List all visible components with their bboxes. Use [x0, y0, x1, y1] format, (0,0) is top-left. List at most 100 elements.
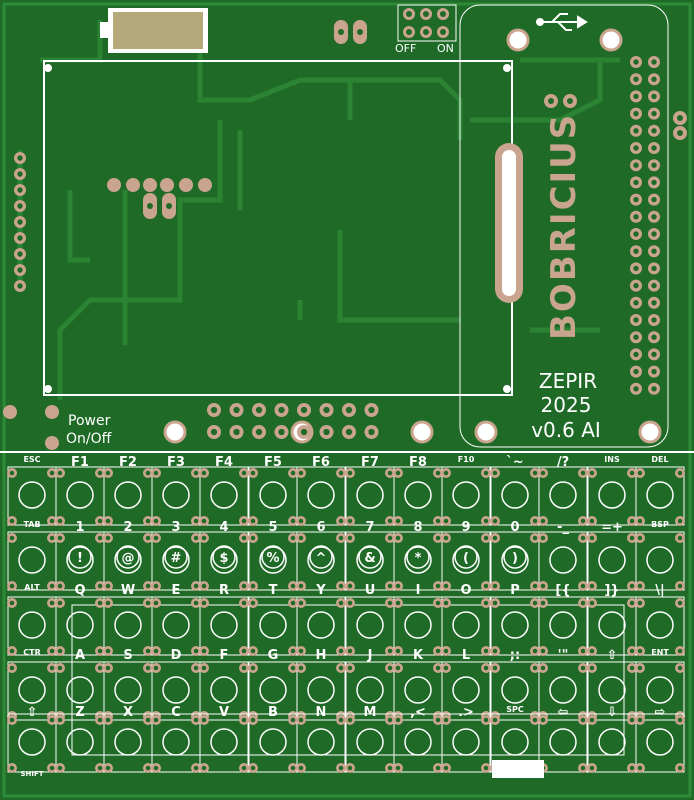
- key-switch[interactable]: [598, 481, 626, 509]
- key-switch[interactable]: [210, 676, 238, 704]
- pad-hole: [145, 600, 151, 606]
- key-switch[interactable]: [356, 546, 384, 574]
- pad-hole: [633, 145, 639, 151]
- key-label: M: [364, 705, 377, 720]
- key-switch[interactable]: [210, 481, 238, 509]
- key-label: F1: [71, 455, 89, 470]
- key-switch[interactable]: [452, 728, 480, 756]
- key-label: A: [75, 648, 85, 663]
- key-label: C: [171, 705, 181, 720]
- key-switch[interactable]: [162, 611, 190, 639]
- key-switch[interactable]: [452, 481, 480, 509]
- key-switch[interactable]: [501, 546, 529, 574]
- key-switch[interactable]: [307, 611, 335, 639]
- key-switch[interactable]: [66, 611, 94, 639]
- key-switch[interactable]: [66, 481, 94, 509]
- key-switch[interactable]: [598, 546, 626, 574]
- key-switch[interactable]: [114, 676, 142, 704]
- key-switch[interactable]: [162, 481, 190, 509]
- key-switch[interactable]: [259, 481, 287, 509]
- key-switch[interactable]: [18, 481, 46, 509]
- pad-hole: [290, 470, 296, 476]
- pad-hole: [145, 535, 151, 541]
- pad-hole: [492, 583, 498, 589]
- key-switch[interactable]: [18, 546, 46, 574]
- key-switch[interactable]: [549, 611, 577, 639]
- key-switch[interactable]: [404, 676, 432, 704]
- key-switch[interactable]: [646, 611, 674, 639]
- key-switch[interactable]: [598, 676, 626, 704]
- key-switch[interactable]: [259, 546, 287, 574]
- pad-hole: [629, 518, 635, 524]
- key-switch[interactable]: [598, 728, 626, 756]
- key-switch[interactable]: [18, 676, 46, 704]
- pad-hole: [540, 535, 546, 541]
- pad-hole: [395, 600, 401, 606]
- pad-hole: [290, 600, 296, 606]
- key-outline: [199, 661, 249, 721]
- key-switch[interactable]: [452, 676, 480, 704]
- key-switch[interactable]: [114, 611, 142, 639]
- key-switch[interactable]: [646, 676, 674, 704]
- key-switch[interactable]: [646, 546, 674, 574]
- power-switch[interactable]: [397, 4, 457, 42]
- key-switch[interactable]: [356, 728, 384, 756]
- key-switch[interactable]: [307, 676, 335, 704]
- key-switch[interactable]: [114, 481, 142, 509]
- key-switch[interactable]: [356, 611, 384, 639]
- key-switch[interactable]: [114, 728, 142, 756]
- key-switch[interactable]: [66, 546, 94, 574]
- key-label: Z: [75, 705, 84, 720]
- key-switch[interactable]: [452, 611, 480, 639]
- key-switch[interactable]: [404, 728, 432, 756]
- key-switch[interactable]: [501, 611, 529, 639]
- key-switch[interactable]: [356, 676, 384, 704]
- key-switch[interactable]: [259, 728, 287, 756]
- pad-hole: [347, 535, 353, 541]
- pad-hole: [338, 518, 344, 524]
- key-switch[interactable]: [646, 728, 674, 756]
- key-switch[interactable]: [114, 546, 142, 574]
- key-switch[interactable]: [259, 611, 287, 639]
- key-switch[interactable]: [404, 611, 432, 639]
- pad-hole: [250, 583, 256, 589]
- key-switch[interactable]: [646, 481, 674, 509]
- key-switch[interactable]: [18, 611, 46, 639]
- key-switch[interactable]: [210, 728, 238, 756]
- key-switch[interactable]: [501, 676, 529, 704]
- key-switch[interactable]: [549, 728, 577, 756]
- key-switch[interactable]: [162, 676, 190, 704]
- key-switch[interactable]: [356, 481, 384, 509]
- key-switch[interactable]: [307, 546, 335, 574]
- pad-hole: [492, 470, 498, 476]
- pad-hole: [651, 386, 657, 392]
- key-switch[interactable]: [210, 546, 238, 574]
- key-switch[interactable]: [501, 481, 529, 509]
- pad-hole: [387, 648, 393, 654]
- key-switch[interactable]: [307, 481, 335, 509]
- key-switch[interactable]: [307, 728, 335, 756]
- pad-hole: [580, 665, 586, 671]
- key-switch[interactable]: [549, 676, 577, 704]
- key-switch[interactable]: [162, 728, 190, 756]
- pad-hole: [97, 717, 103, 723]
- key-switch[interactable]: [404, 546, 432, 574]
- key-switch[interactable]: [598, 611, 626, 639]
- key-label: SPC: [506, 705, 524, 714]
- key-switch[interactable]: [501, 728, 529, 756]
- pad-hole: [395, 518, 401, 524]
- key-switch[interactable]: [404, 481, 432, 509]
- key-switch[interactable]: [259, 676, 287, 704]
- key-switch[interactable]: [66, 728, 94, 756]
- key-switch[interactable]: [210, 611, 238, 639]
- key-switch[interactable]: [549, 481, 577, 509]
- key-label: ESC: [23, 455, 40, 464]
- key-switch[interactable]: [18, 728, 46, 756]
- key-switch[interactable]: [162, 546, 190, 574]
- key-switch[interactable]: [549, 546, 577, 574]
- key-label: /?: [557, 455, 569, 470]
- pad-hole: [300, 428, 308, 436]
- key-switch[interactable]: [66, 676, 94, 704]
- pad-hole: [651, 351, 657, 358]
- key-switch[interactable]: [452, 546, 480, 574]
